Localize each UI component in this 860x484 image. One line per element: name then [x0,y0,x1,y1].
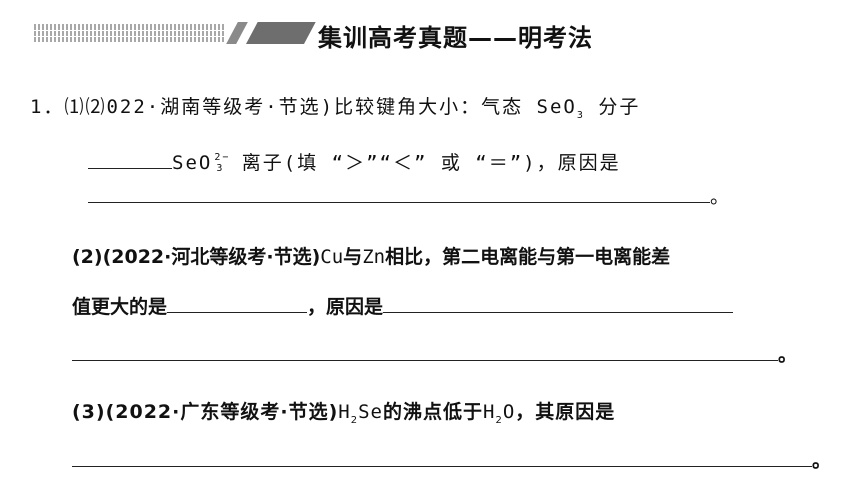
formula-h: H [338,401,351,423]
answer-blank-element[interactable] [167,311,308,313]
ion-charge: 2−3 [214,151,231,174]
header-slash-decoration [226,22,248,44]
answer-blank-comparison[interactable] [88,167,172,169]
answer-blank-reason-1[interactable] [88,201,710,203]
formula-se: Se [358,401,383,423]
answer-blank-reason-2a[interactable] [383,311,734,313]
answer-blank-reason-2b[interactable] [72,359,778,361]
question-number: 1． [30,96,65,118]
question-1-text-c: 离子(填 “＞”“＜” 或 “＝”)，原因是 [228,152,621,174]
formula-o: O [502,401,516,423]
answer-blank-reason-3[interactable] [72,465,812,467]
question-3-line-2: 。 [72,446,831,473]
question-1-text-a: ⑴⑵022·湖南等级考·节选)比较键角大小：气态 SeO [64,96,577,118]
header-bar-decoration [246,22,316,44]
question-2-line-1: (2)(2022·河北等级考·节选)Cu与Zn相比，第二电离能与第一电离能差 [72,242,670,269]
word-yu: 与 [343,246,363,268]
question-3-text-a: 的沸点低于 [383,401,484,423]
question-1-line-3: 。 [88,182,729,209]
end-mark: 。 [778,344,798,366]
question-1-line-1: 1．⑴⑵022·湖南等级考·节选)比较键角大小：气态 SeO3 分子 [30,92,640,121]
header-hatch-decoration [34,24,226,42]
subscript-2b: 2 [495,414,503,426]
section-title: 集训高考真题——明考法 [318,24,593,52]
end-mark: 。 [710,186,730,208]
end-mark: 。 [812,450,832,472]
question-3-source: (3)(2022·广东等级考·节选) [72,401,339,423]
question-3-text-b: ，其原因是 [515,401,616,423]
question-2-text: 相比，第二电离能与第一电离能差 [385,246,671,268]
question-2-line-3: 。 [72,340,797,367]
subscript-2: 2 [350,414,359,426]
question-2-line-2: 值更大的是 ，原因是 [72,292,734,319]
question-3-line-1: (3)(2022·广东等级考·节选)H2Se的沸点低于H2O，其原因是 [72,397,615,426]
question-2-text-b: 值更大的是 [72,296,168,318]
formula-h2: H [483,401,496,423]
element-cu: Cu [320,246,344,268]
ion-formula: SeO [172,152,213,174]
question-1-text-b: 分子 [584,96,641,118]
element-zn: Zn [362,246,386,268]
subscript-3: 3 [576,109,585,121]
question-2-text-c: ，原因是 [307,296,384,318]
question-2-source: (2)(2022·河北等级考·节选) [72,246,321,268]
